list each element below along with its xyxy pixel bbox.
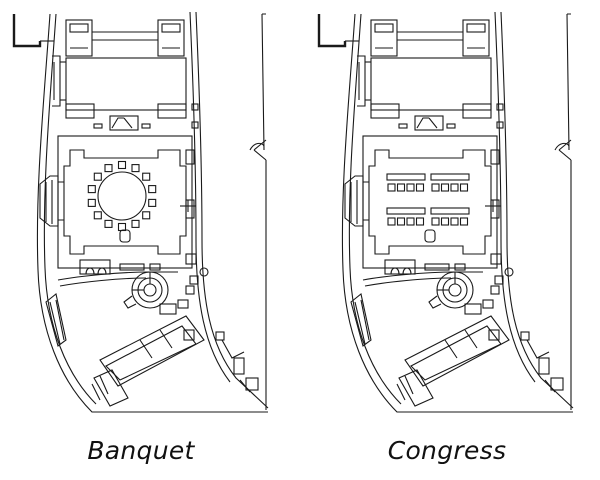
chair [440, 217, 450, 226]
chair [450, 217, 459, 226]
chair [406, 217, 415, 226]
chair [148, 198, 157, 207]
chair [87, 185, 96, 194]
chair [406, 183, 415, 192]
chair [117, 160, 127, 170]
round-table [97, 171, 147, 221]
chair [93, 211, 102, 220]
chair [87, 198, 96, 207]
chair [396, 217, 406, 226]
congress-plan [317, 10, 575, 414]
table [386, 173, 426, 181]
chair [415, 217, 425, 226]
chair [459, 183, 469, 192]
chair [131, 219, 140, 228]
table [430, 207, 470, 215]
chair [148, 185, 157, 194]
table [386, 207, 426, 215]
chair [450, 183, 459, 192]
classroom-tables-with-chairs [386, 173, 470, 226]
chair [387, 183, 396, 192]
chair [142, 211, 151, 220]
chair [131, 164, 140, 173]
banquet-caption: Banquet [87, 436, 195, 465]
chair [431, 217, 440, 226]
chair [440, 183, 450, 192]
chair [459, 217, 469, 226]
chair [396, 183, 406, 192]
banquet-plan [12, 10, 270, 414]
chair [104, 164, 113, 173]
chair [104, 219, 113, 228]
chair [387, 217, 396, 226]
table [430, 173, 470, 181]
congress-caption: Congress [387, 436, 507, 465]
chair [93, 172, 102, 181]
chair [117, 222, 127, 232]
chair [431, 183, 440, 192]
round-table-with-chairs [87, 160, 157, 232]
chair [142, 172, 151, 181]
chair [415, 183, 425, 192]
